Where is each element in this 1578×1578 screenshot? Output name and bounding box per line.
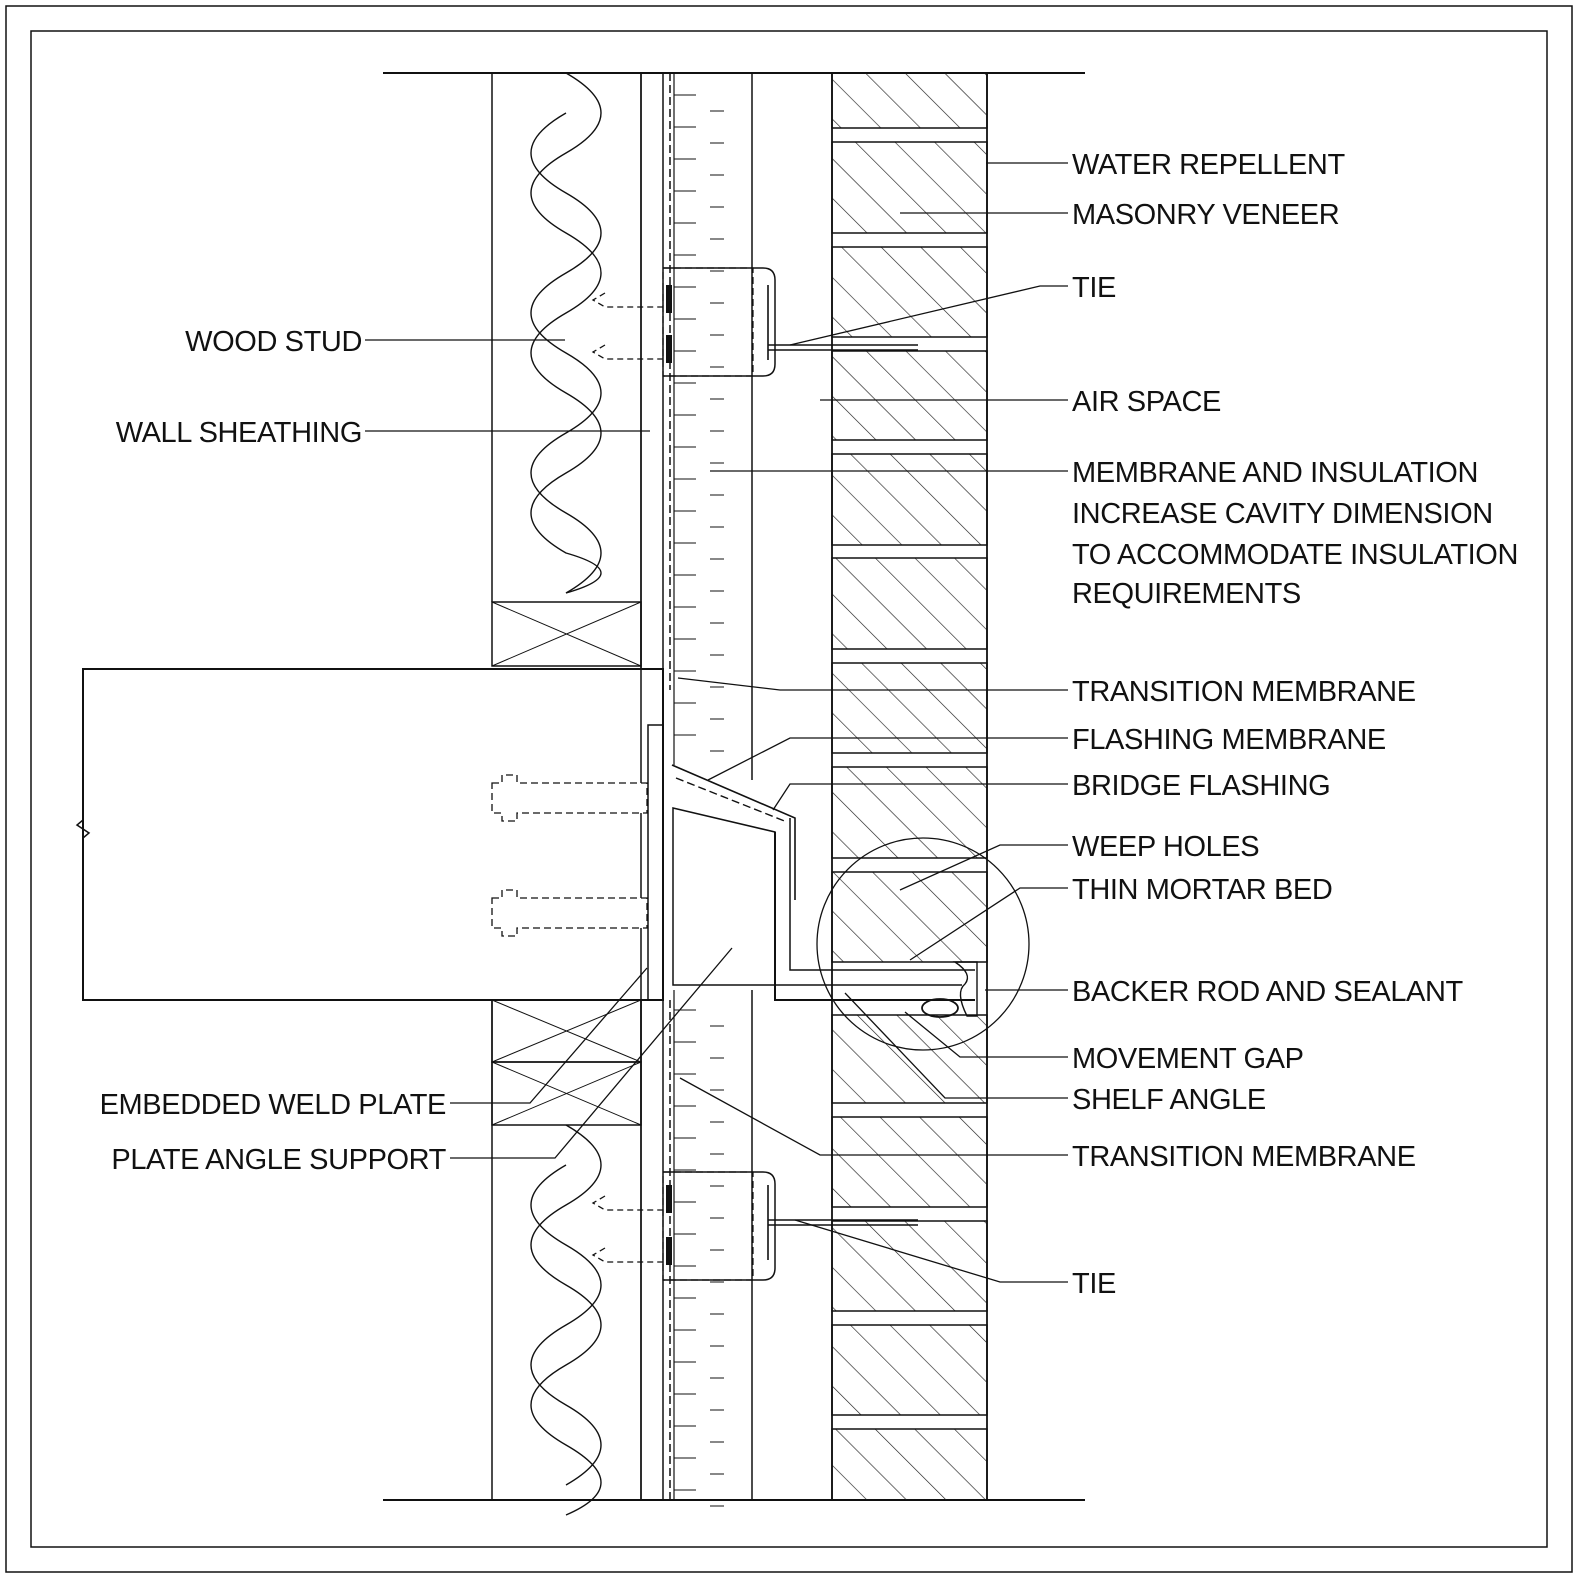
left-labels: WOOD STUD WALL SHEATHING EMBEDDED WELD P… bbox=[100, 326, 447, 1176]
label-membrane-insulation-3: TO ACCOMMODATE INSULATION bbox=[1072, 539, 1518, 571]
label-tie-upper: TIE bbox=[1072, 272, 1116, 304]
label-bridge-flashing: BRIDGE FLASHING bbox=[1072, 770, 1330, 802]
label-shelf-angle: SHELF ANGLE bbox=[1072, 1084, 1266, 1116]
label-membrane-insulation-4: REQUIREMENTS bbox=[1072, 578, 1301, 610]
sealant bbox=[952, 961, 978, 1017]
label-transition-membrane-lower: TRANSITION MEMBRANE bbox=[1072, 1141, 1416, 1173]
sheathing-lower bbox=[640, 999, 664, 1501]
shelf-angle-shape bbox=[774, 832, 975, 1001]
backer-rod bbox=[921, 998, 959, 1018]
label-thin-mortar-bed: THIN MORTAR BED bbox=[1072, 874, 1332, 906]
label-movement-gap: MOVEMENT GAP bbox=[1072, 1043, 1304, 1075]
label-transition-membrane-upper: TRANSITION MEMBRANE bbox=[1072, 676, 1416, 708]
detail-circle bbox=[816, 837, 1030, 1051]
label-plate-angle-support: PLATE ANGLE SUPPORT bbox=[111, 1144, 446, 1176]
rigid-insulation bbox=[673, 73, 753, 1507]
tie-upper-graphic bbox=[591, 267, 918, 377]
label-flashing-membrane: FLASHING MEMBRANE bbox=[1072, 724, 1386, 756]
label-weep-holes: WEEP HOLES bbox=[1072, 831, 1259, 863]
sheathing-upper bbox=[640, 72, 664, 670]
flashing-line bbox=[671, 764, 796, 900]
masonry-veneer bbox=[831, 72, 988, 1501]
label-wood-stud: WOOD STUD bbox=[185, 326, 362, 358]
label-embedded-weld-plate: EMBEDDED WELD PLATE bbox=[100, 1089, 446, 1121]
label-membrane-insulation-1: MEMBRANE AND INSULATION bbox=[1072, 457, 1478, 489]
label-tie-lower: TIE bbox=[1072, 1268, 1116, 1300]
tie-lower-graphic bbox=[591, 1171, 918, 1281]
right-labels: WATER REPELLENT MASONRY VENEER TIE AIR S… bbox=[1072, 149, 1518, 1300]
label-wall-sheathing: WALL SHEATHING bbox=[116, 417, 362, 449]
label-masonry-veneer: MASONRY VENEER bbox=[1072, 199, 1339, 231]
leader-lines bbox=[365, 162, 1068, 1283]
inner-border bbox=[30, 30, 1548, 1548]
wood-blocking bbox=[491, 601, 642, 1126]
label-membrane-insulation-2: INCREASE CAVITY DIMENSION bbox=[1072, 498, 1493, 530]
label-air-space: AIR SPACE bbox=[1072, 386, 1221, 418]
outer-border bbox=[5, 5, 1573, 1573]
label-water-repellent: WATER REPELLENT bbox=[1072, 149, 1345, 181]
label-backer-rod-sealant: BACKER ROD AND SEALANT bbox=[1072, 976, 1464, 1008]
concrete-slab bbox=[75, 668, 664, 1001]
